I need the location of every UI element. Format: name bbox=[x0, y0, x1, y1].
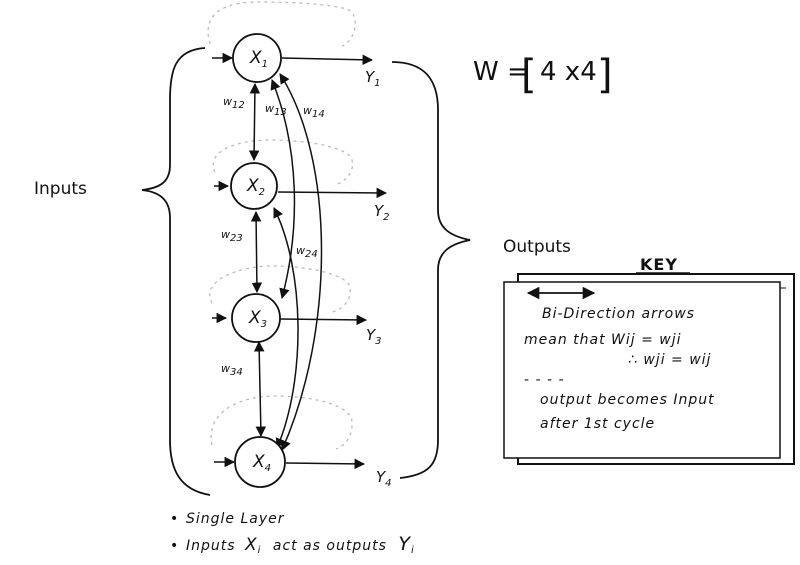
svg-text:mean that Wij = wji: mean that Wij = wji bbox=[524, 332, 682, 348]
note-bullet-2: • bbox=[170, 538, 179, 554]
nodes: X1 X2 X3 X4 bbox=[230, 33, 286, 488]
output-arrows bbox=[277, 54, 388, 470]
output-y1: Y1 bbox=[365, 68, 381, 89]
weight-w12: w12 bbox=[223, 95, 245, 111]
svg-text:X4: X4 bbox=[252, 452, 271, 474]
edge-x1-x2 bbox=[248, 82, 261, 162]
svg-text:W =: W = bbox=[473, 57, 529, 87]
svg-text:after 1st cycle: after 1st cycle bbox=[540, 416, 655, 432]
weight-w24: w24 bbox=[296, 244, 318, 260]
inputs-label: Inputs bbox=[34, 179, 87, 199]
weight-w34: w34 bbox=[221, 362, 243, 378]
node-x4: X4 bbox=[234, 436, 286, 488]
output-y2: Y2 bbox=[374, 202, 390, 223]
connections bbox=[248, 73, 323, 451]
weight-matrix: W = [ 4 x4 ] bbox=[473, 52, 613, 98]
svg-text:Bi-Direction arrows: Bi-Direction arrows bbox=[542, 306, 695, 322]
note-bullet-1: • bbox=[170, 511, 179, 527]
node-x1: X1 bbox=[232, 33, 282, 83]
edge-x2-x3 bbox=[250, 210, 263, 294]
svg-text:X1: X1 bbox=[249, 48, 268, 70]
output-labels: Y1 Y2 Y3 Y4 bbox=[365, 68, 392, 489]
key-box: KEY Bi-Direction arrows mean that Wij = … bbox=[503, 255, 795, 465]
input-arrows bbox=[212, 52, 236, 468]
node-x3: X3 bbox=[231, 293, 281, 343]
edge-x3-x4 bbox=[253, 340, 267, 438]
edge-x2-x4 bbox=[273, 207, 299, 449]
svg-text:X3: X3 bbox=[248, 308, 267, 330]
output-y4: Y4 bbox=[376, 468, 392, 489]
weight-w23: w23 bbox=[221, 228, 243, 244]
svg-text:∴ wji = wij: ∴ wji = wij bbox=[628, 352, 711, 368]
svg-text:4 x4: 4 x4 bbox=[540, 57, 597, 87]
feedback-loop-x1 bbox=[207, 1, 356, 47]
feedback-loops bbox=[207, 1, 356, 450]
inputs-brace bbox=[141, 47, 211, 496]
svg-text:]: ] bbox=[597, 52, 613, 98]
feedback-loop-x2 bbox=[212, 139, 354, 186]
weight-labels: w12 w13 w14 w23 w24 w34 bbox=[221, 95, 325, 378]
edge-x1-x4 bbox=[279, 73, 323, 451]
svg-text:X2: X2 bbox=[246, 176, 265, 198]
output-y3: Y3 bbox=[366, 326, 382, 347]
weight-w13: w13 bbox=[265, 102, 287, 118]
outputs-label: Outputs bbox=[503, 237, 571, 257]
feedback-loop-x4 bbox=[210, 395, 353, 450]
key-dashes: - - - - bbox=[524, 372, 565, 388]
svg-text:[: [ bbox=[521, 52, 537, 98]
feedback-loop-x3 bbox=[209, 265, 351, 313]
node-x2: X2 bbox=[230, 162, 278, 210]
key-title: KEY bbox=[640, 255, 678, 274]
outputs-brace bbox=[391, 61, 471, 479]
note-single-layer: Single Layer bbox=[186, 511, 285, 527]
weight-w14: w14 bbox=[303, 104, 325, 120]
bottom-notes: • Single Layer • Inputs Xi act as output… bbox=[170, 511, 415, 557]
svg-text:output becomes Input: output becomes Input bbox=[540, 392, 715, 408]
note-inputs-act-as-outputs: Inputs Xi act as outputs Yi bbox=[186, 533, 415, 557]
